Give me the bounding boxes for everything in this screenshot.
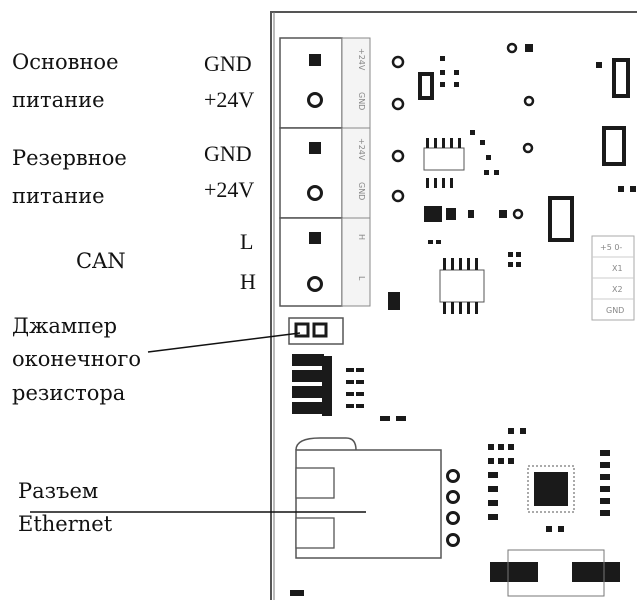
silk-t1b: GND bbox=[357, 92, 366, 110]
label-main-power-line1: Основное bbox=[12, 50, 119, 74]
silk-t3b: L bbox=[357, 276, 366, 281]
silk-r2: X1 bbox=[612, 264, 623, 273]
board-outline bbox=[270, 11, 637, 600]
silk-t1a: +24V bbox=[357, 48, 366, 71]
right-connector: +5 0- X1 X2 GND bbox=[591, 235, 635, 321]
silk-r4: GND bbox=[606, 306, 624, 315]
ic-u2 bbox=[439, 258, 485, 314]
pin-can-l: L bbox=[240, 229, 254, 254]
left-smd-column bbox=[290, 354, 406, 596]
ic-qfn bbox=[527, 465, 575, 513]
label-can: CAN bbox=[76, 249, 126, 273]
terminal-block-backup bbox=[279, 127, 371, 219]
connector-outline-bottom bbox=[507, 549, 605, 597]
pin-main-gnd: GND bbox=[204, 51, 252, 76]
label-ethernet-line2: Ethernet bbox=[18, 512, 113, 536]
terminal-block-can bbox=[279, 217, 371, 307]
label-ethernet-line1: Разъем bbox=[18, 479, 99, 503]
pin-backup-gnd: GND bbox=[204, 141, 252, 166]
silk-r1: +5 0- bbox=[600, 243, 622, 252]
terminal-block-main bbox=[279, 37, 371, 129]
pin-can-h: H bbox=[240, 269, 256, 294]
jumper-leader-line bbox=[147, 332, 301, 353]
ic-u1 bbox=[423, 138, 465, 188]
label-jumper-line2: оконечного bbox=[12, 347, 142, 371]
pin-backup-24v: +24V bbox=[204, 177, 255, 202]
silk-t2a: +24V bbox=[357, 138, 366, 161]
silk-t2b: GND bbox=[357, 182, 366, 200]
square-pads bbox=[499, 44, 533, 218]
label-main-power-line2: питание bbox=[12, 88, 105, 112]
label-jumper-line1: Джампер bbox=[12, 314, 118, 338]
termination-jumper bbox=[288, 317, 344, 345]
label-backup-power-line1: Резервное bbox=[12, 146, 127, 170]
smd-parts bbox=[388, 56, 636, 310]
ethernet-jack bbox=[295, 437, 460, 559]
silk-r3: X2 bbox=[612, 285, 623, 294]
label-jumper-line3: резистора bbox=[12, 381, 126, 405]
bottom-right-cluster bbox=[488, 428, 620, 582]
silk-t3a: H bbox=[357, 234, 366, 240]
pin-main-24v: +24V bbox=[204, 87, 255, 112]
label-backup-power-line2: питание bbox=[12, 184, 105, 208]
through-hole-pads bbox=[391, 42, 535, 220]
